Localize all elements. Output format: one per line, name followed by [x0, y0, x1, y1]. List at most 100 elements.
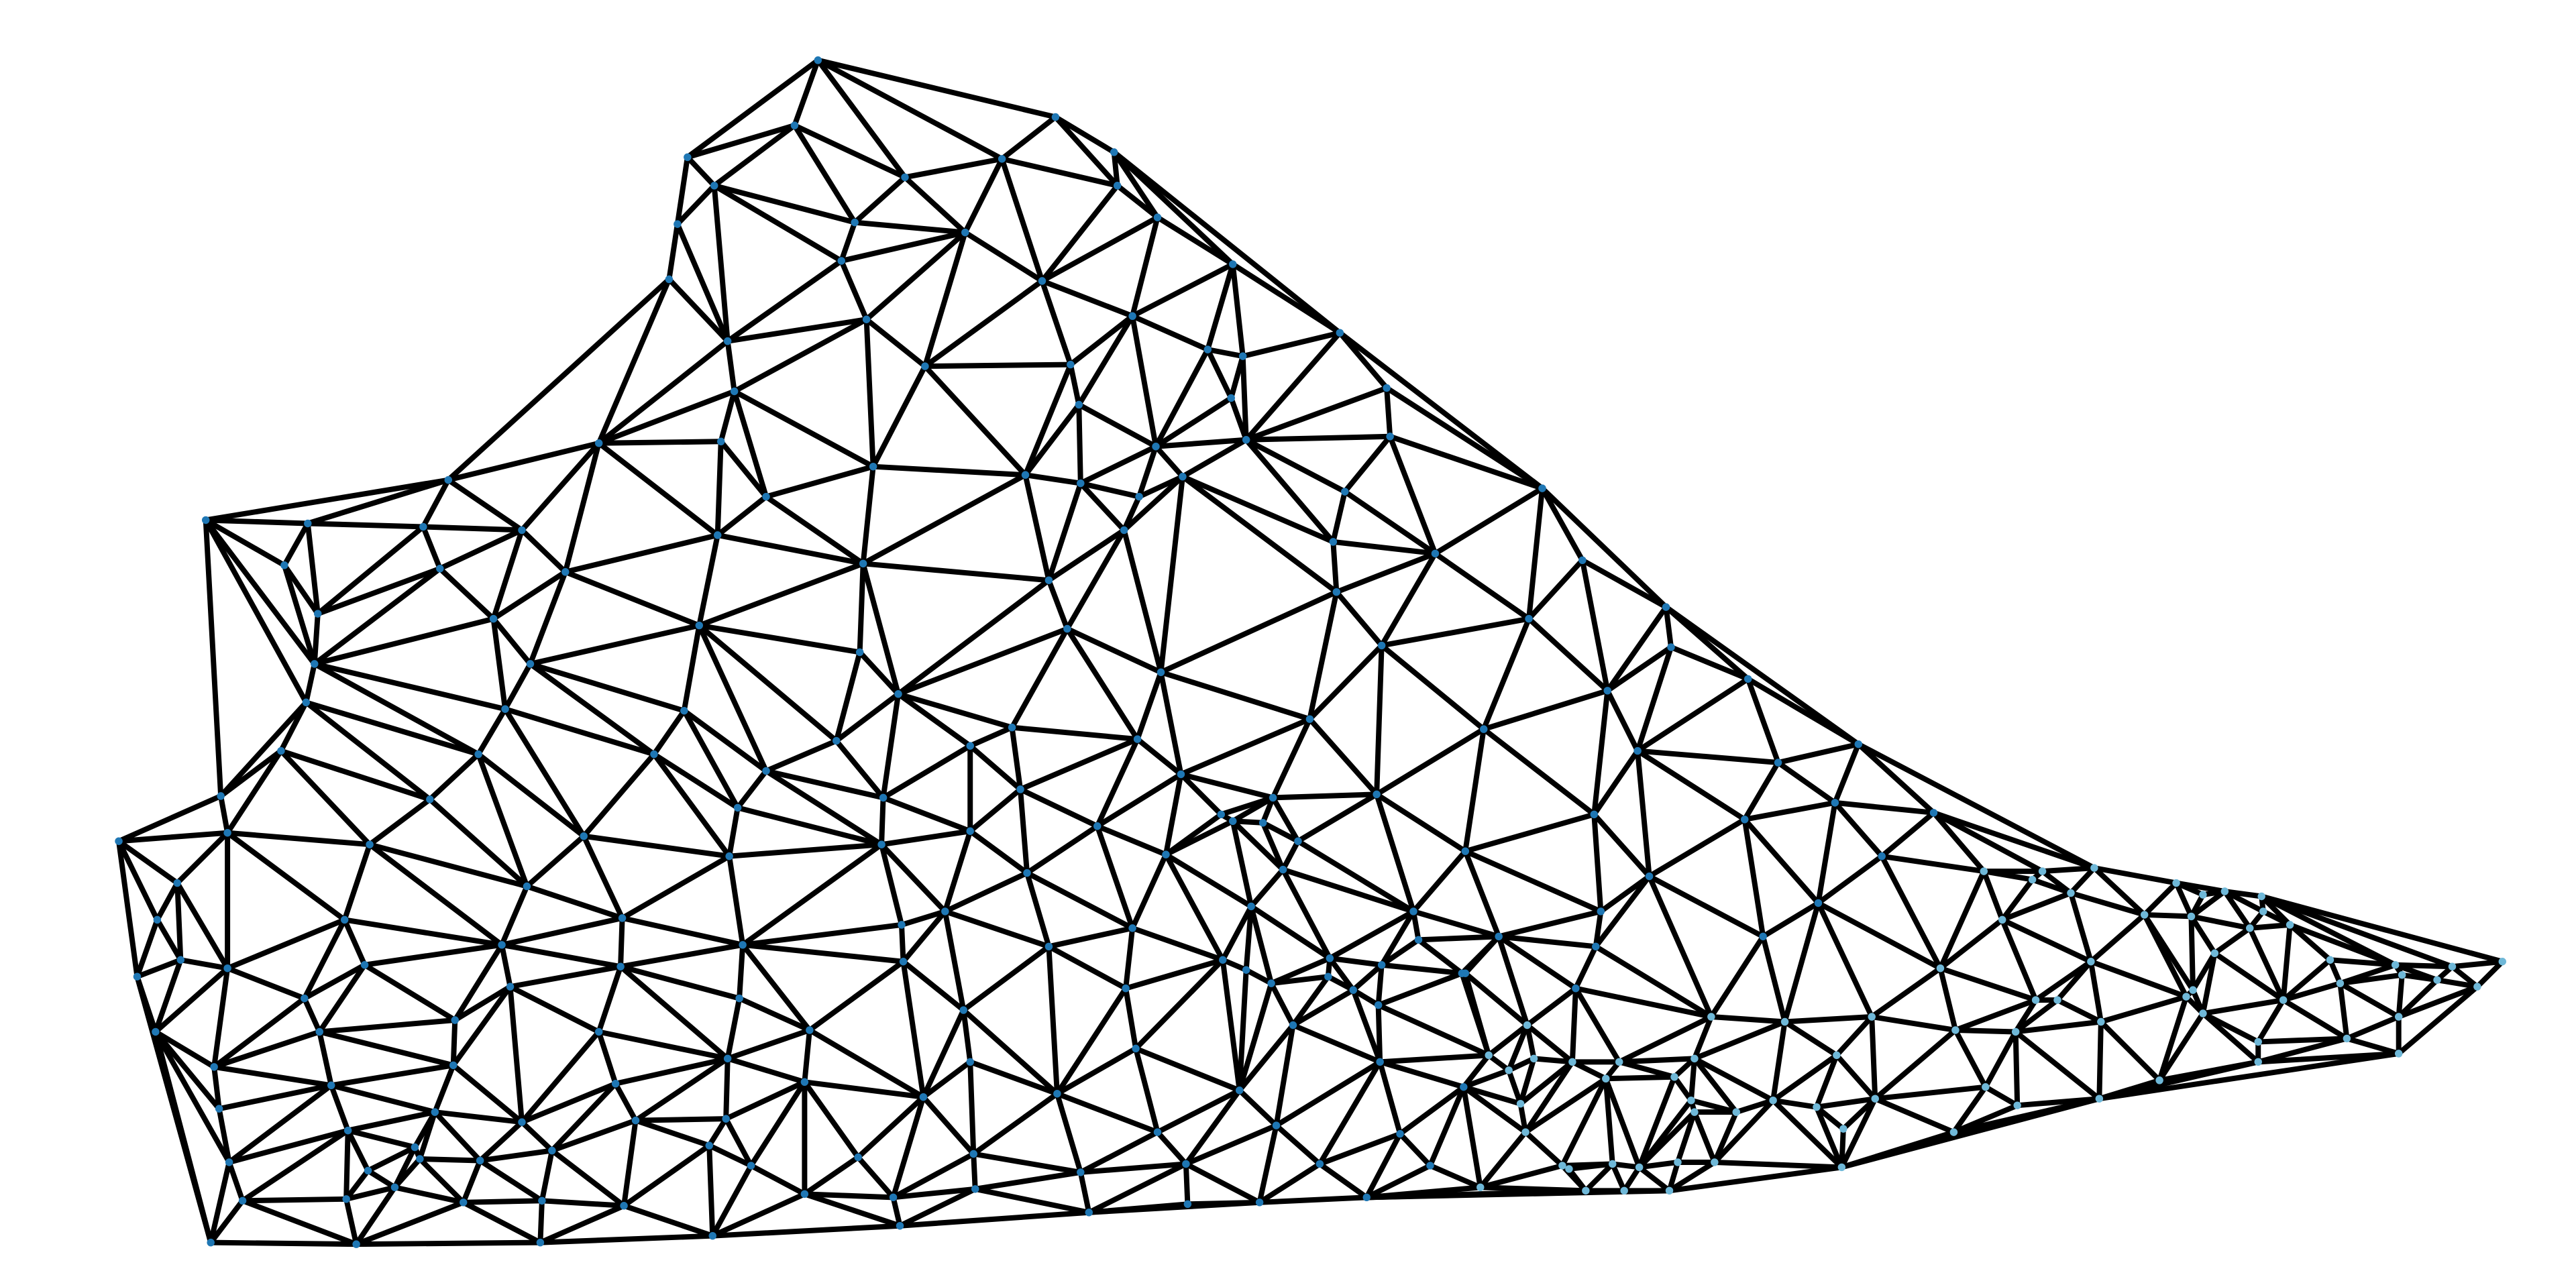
graph-edge — [345, 1127, 418, 1150]
graph-edge — [763, 768, 886, 801]
graph-edge — [1691, 1019, 1788, 1062]
graph-node — [1525, 614, 1533, 623]
graph-node — [1228, 817, 1237, 826]
graph-edge — [1688, 1056, 1697, 1103]
graph-edge — [1496, 934, 1578, 991]
graph-edge — [2280, 957, 2333, 1003]
graph-edge — [1022, 402, 1082, 478]
graph-node — [1635, 1163, 1644, 1172]
graph-edge — [706, 1116, 729, 1149]
graph-node — [1085, 1209, 1093, 1217]
graph-node — [1255, 1199, 1264, 1207]
graph-edge — [2141, 911, 2194, 920]
graph-edge — [890, 1194, 903, 1229]
graph-node — [223, 964, 231, 972]
graph-edge — [1741, 816, 1766, 940]
graph-node — [723, 1054, 732, 1063]
graph-node — [1336, 329, 1344, 337]
graph-edge — [1039, 182, 1120, 284]
graph-edge — [879, 795, 886, 848]
graph-edge — [315, 565, 443, 617]
graph-node — [919, 1093, 928, 1101]
graph-edge — [225, 748, 284, 836]
graph-edge — [1760, 900, 1821, 940]
graph-node — [1182, 1160, 1190, 1168]
graph-edge — [1046, 925, 1136, 950]
graph-edge — [537, 1203, 627, 1245]
graph-edge — [1230, 818, 1286, 873]
graph-node — [877, 840, 885, 848]
graph-edge — [1236, 1087, 1279, 1129]
graph-edge — [612, 1056, 731, 1087]
graph-node — [1386, 433, 1394, 441]
graph-edge — [1094, 736, 1140, 829]
graph-edge — [2098, 994, 2190, 1025]
graph-node — [594, 1027, 603, 1036]
graph-edge — [1931, 810, 2097, 871]
graph-edge — [2399, 972, 2440, 983]
graph-edge — [420, 524, 443, 571]
graph-node — [2140, 911, 2149, 919]
graph-node — [225, 1158, 233, 1166]
graph-edge — [1350, 987, 1381, 1008]
graph-edge — [1523, 1059, 1575, 1135]
graph-node — [879, 793, 888, 802]
graph-edge — [116, 838, 140, 980]
graph-node — [1609, 1160, 1617, 1168]
graph-edge — [1770, 1097, 1845, 1170]
graph-node — [971, 1185, 979, 1193]
graph-node — [1780, 1017, 1789, 1026]
graph-node — [207, 1238, 215, 1247]
graph-edge — [1163, 852, 1226, 963]
graph-edge — [345, 1109, 438, 1133]
graph-node — [1839, 1125, 1847, 1133]
graph-node — [2326, 956, 2334, 964]
graph-edge — [802, 1191, 903, 1229]
graph-edge — [1609, 1161, 1627, 1194]
graph-node — [449, 1061, 458, 1070]
graph-edge — [490, 616, 533, 667]
graph-edge — [2280, 997, 2350, 1042]
graph-edge — [2222, 889, 2253, 931]
graph-edge — [1134, 669, 1164, 742]
graph-edge — [1486, 1052, 1512, 1073]
graph-edge — [1183, 1161, 1191, 1207]
graph-edge — [1374, 791, 1417, 914]
graph-node — [854, 1153, 862, 1162]
graph-edge — [1384, 385, 1393, 439]
graph-edge — [1270, 716, 1313, 801]
graph-edge — [1086, 1161, 1189, 1215]
graph-edge — [618, 915, 625, 970]
graph-edge — [311, 661, 508, 712]
graph-edge — [855, 1094, 926, 1160]
graph-node — [2095, 1095, 2104, 1103]
graph-edge — [208, 1239, 360, 1247]
graph-node — [735, 994, 743, 1003]
graph-edge — [1603, 1076, 1642, 1170]
graph-edge — [1123, 957, 1226, 991]
graph-edge — [1364, 1188, 1672, 1201]
graph-edge — [651, 708, 687, 757]
graph-node — [1538, 484, 1546, 492]
graph-edge — [802, 1191, 896, 1201]
graph-edge — [1872, 1084, 1988, 1102]
graph-edge — [2068, 890, 2094, 964]
graph-node — [419, 522, 427, 531]
graph-node — [2343, 1034, 2351, 1043]
graph-edge — [1046, 944, 1060, 1097]
graph-edge — [1094, 771, 1184, 829]
graph-edge — [134, 974, 214, 1245]
graph-edge — [502, 706, 587, 839]
graph-node — [1021, 471, 1030, 479]
graph-edge — [1009, 724, 1140, 742]
graph-edge — [1342, 489, 1438, 557]
graph-edge — [863, 317, 928, 370]
graph-edge — [1999, 917, 2094, 964]
graph-node — [1597, 907, 1605, 915]
graph-edge — [1691, 1056, 1739, 1115]
graph-node — [518, 1118, 526, 1126]
graph-edge — [1379, 962, 1465, 977]
graph-edge — [1462, 726, 1487, 854]
graph-edge — [581, 751, 657, 839]
graph-edge — [1230, 818, 1254, 909]
